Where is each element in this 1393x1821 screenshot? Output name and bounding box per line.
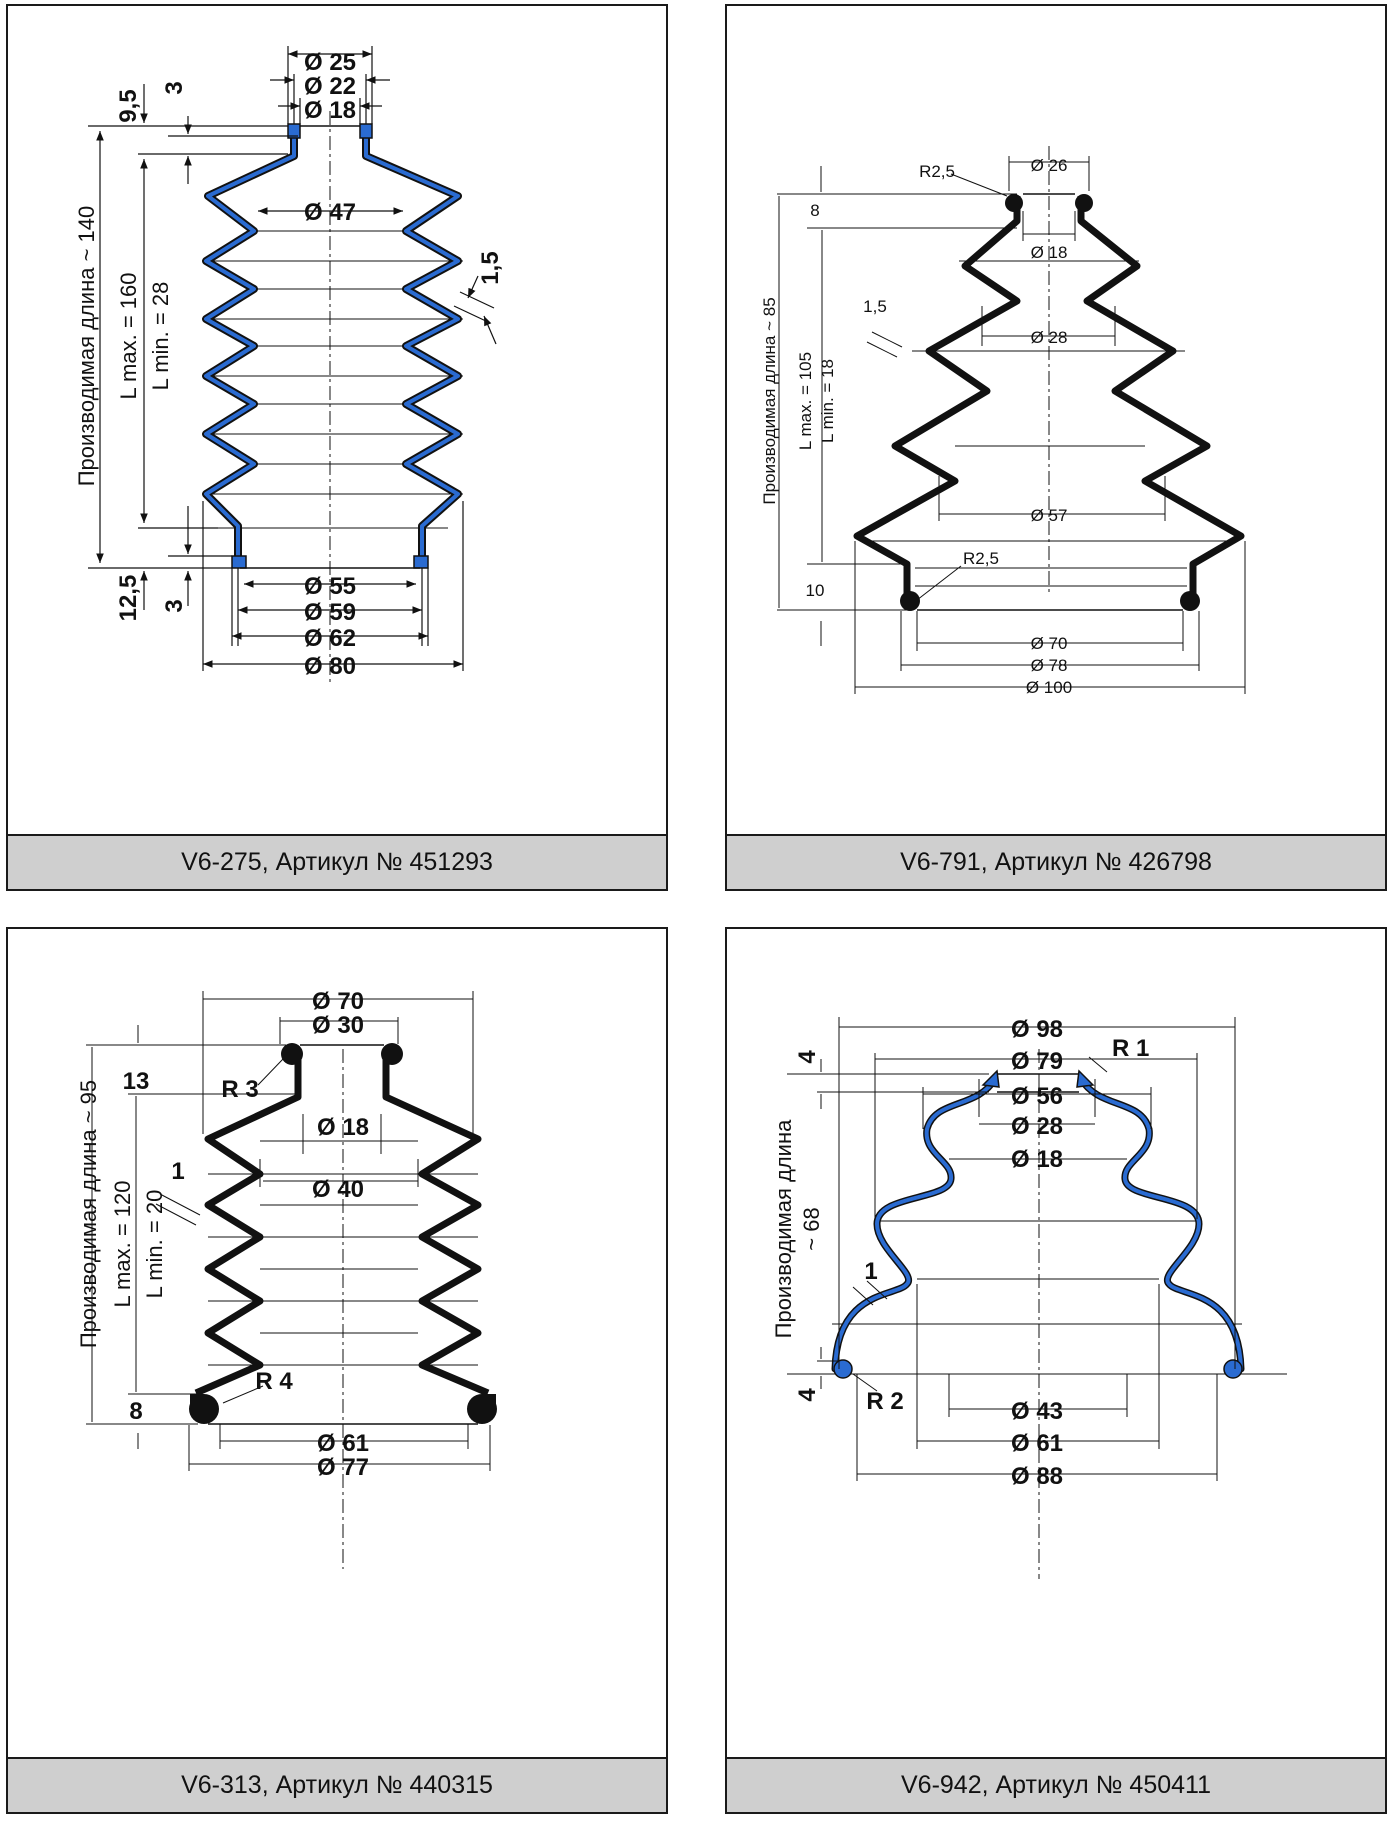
- dim-r1: R2,5: [919, 162, 955, 181]
- dim-d98: Ø 98: [1011, 1016, 1063, 1043]
- dim-d28: Ø 28: [1011, 1113, 1063, 1140]
- panel-caption: V6-942, Артикул № 450411: [727, 1757, 1385, 1812]
- dim-d77: Ø 77: [317, 1454, 369, 1481]
- dim-wall: 1: [171, 1158, 184, 1185]
- length-label-line1: Производимая длина: [771, 1119, 796, 1338]
- lmin-label: L min. = 20: [142, 1190, 167, 1299]
- dim-d25: Ø 25: [304, 49, 356, 76]
- dim-d26: Ø 26: [1031, 156, 1068, 175]
- dim-t8: 8: [810, 201, 819, 220]
- lmin-label: L min. = 28: [148, 282, 173, 391]
- dim-d18: Ø 18: [317, 1114, 369, 1141]
- dim-d43: Ø 43: [1011, 1398, 1063, 1425]
- dim-d80: Ø 80: [304, 653, 356, 680]
- drawing-panel-v6-275: Ø 25 Ø 22 Ø 18 Ø 47 Ø 55 Ø 59 Ø 62 Ø 80 …: [6, 4, 668, 891]
- dim-d100: Ø 100: [1026, 678, 1072, 697]
- drawing-panel-v6-942: Ø 98 Ø 79 Ø 56 Ø 28 Ø 18 Ø 43 Ø 61 Ø 88 …: [725, 927, 1387, 1814]
- dim-t13: 13: [123, 1068, 150, 1095]
- dim-wall: 1,5: [477, 251, 504, 284]
- dim-r3: R 3: [221, 1076, 258, 1103]
- dim-wall: 1,5: [863, 297, 887, 316]
- bellows-drawing-v6-791: Ø 26 Ø 18 Ø 28 Ø 57 Ø 70 Ø 78 Ø 100 R2,5…: [760, 146, 1246, 697]
- dim-t4a: 4: [794, 1050, 821, 1064]
- dim-d57: Ø 57: [1031, 506, 1068, 525]
- bellows-drawing-v6-313: Ø 70 Ø 30 Ø 18 Ø 40 Ø 61 Ø 77 R 3 R 4 13…: [76, 988, 497, 1569]
- dim-t10: 10: [806, 581, 825, 600]
- dim-d56: Ø 56: [1011, 1083, 1063, 1110]
- dim-d18: Ø 18: [304, 97, 356, 124]
- dim-d55: Ø 55: [304, 573, 356, 600]
- dim-d70: Ø 70: [312, 988, 364, 1015]
- lmax-label: L max. = 105: [796, 352, 815, 450]
- length-label: Производимая длина ~ 95: [76, 1080, 101, 1348]
- length-label-line2: ~ 68: [799, 1207, 824, 1250]
- dim-d78: Ø 78: [1031, 656, 1068, 675]
- dim-t3a: 3: [161, 81, 188, 94]
- dim-d59: Ø 59: [304, 599, 356, 626]
- dim-wall: 1: [864, 1258, 877, 1285]
- dim-d28: Ø 28: [1031, 328, 1068, 347]
- dim-r4: R 4: [255, 1368, 293, 1395]
- dim-r2: R2,5: [963, 549, 999, 568]
- dim-d62: Ø 62: [304, 625, 356, 652]
- dim-d61: Ø 61: [1011, 1430, 1063, 1457]
- bellows-drawing-v6-942: Ø 98 Ø 79 Ø 56 Ø 28 Ø 18 Ø 43 Ø 61 Ø 88 …: [771, 1016, 1287, 1579]
- dim-t3b: 3: [161, 599, 188, 612]
- lmax-label: L max. = 160: [116, 273, 141, 400]
- lmin-label: L min. = 18: [818, 359, 837, 443]
- dim-r2: R 2: [866, 1388, 903, 1415]
- panel-caption: V6-313, Артикул № 440315: [8, 1757, 666, 1812]
- dim-d47: Ø 47: [304, 199, 356, 226]
- dim-d61: Ø 61: [317, 1430, 369, 1457]
- dim-d30: Ø 30: [312, 1012, 364, 1039]
- bellows-drawing-v6-275: Ø 25 Ø 22 Ø 18 Ø 47 Ø 55 Ø 59 Ø 62 Ø 80 …: [74, 46, 504, 686]
- length-label: Производимая длина ~ 85: [760, 297, 779, 504]
- dim-d88: Ø 88: [1011, 1463, 1063, 1490]
- dim-d70: Ø 70: [1031, 634, 1068, 653]
- panel-caption: V6-791, Артикул № 426798: [727, 834, 1385, 889]
- dim-d40: Ø 40: [312, 1176, 364, 1203]
- panel-caption: V6-275, Артикул № 451293: [8, 834, 666, 889]
- dim-r1: R 1: [1112, 1035, 1149, 1062]
- length-label: Производимая длина ~ 140: [74, 206, 99, 487]
- lmax-label: L max. = 120: [110, 1181, 135, 1308]
- drawing-panel-v6-791: Ø 26 Ø 18 Ø 28 Ø 57 Ø 70 Ø 78 Ø 100 R2,5…: [725, 4, 1387, 891]
- drawing-panel-v6-313: Ø 70 Ø 30 Ø 18 Ø 40 Ø 61 Ø 77 R 3 R 4 13…: [6, 927, 668, 1814]
- dim-t4b: 4: [794, 1388, 821, 1402]
- panel1-profile-color: [204, 126, 460, 566]
- dim-d18: Ø 18: [1011, 1146, 1063, 1173]
- dim-d18: Ø 18: [1031, 243, 1068, 262]
- dim-d22: Ø 22: [304, 73, 356, 100]
- dim-t95: 9,5: [115, 89, 142, 122]
- dim-d79: Ø 79: [1011, 1048, 1063, 1075]
- dim-t125: 12,5: [115, 575, 142, 622]
- dim-t8: 8: [129, 1398, 142, 1425]
